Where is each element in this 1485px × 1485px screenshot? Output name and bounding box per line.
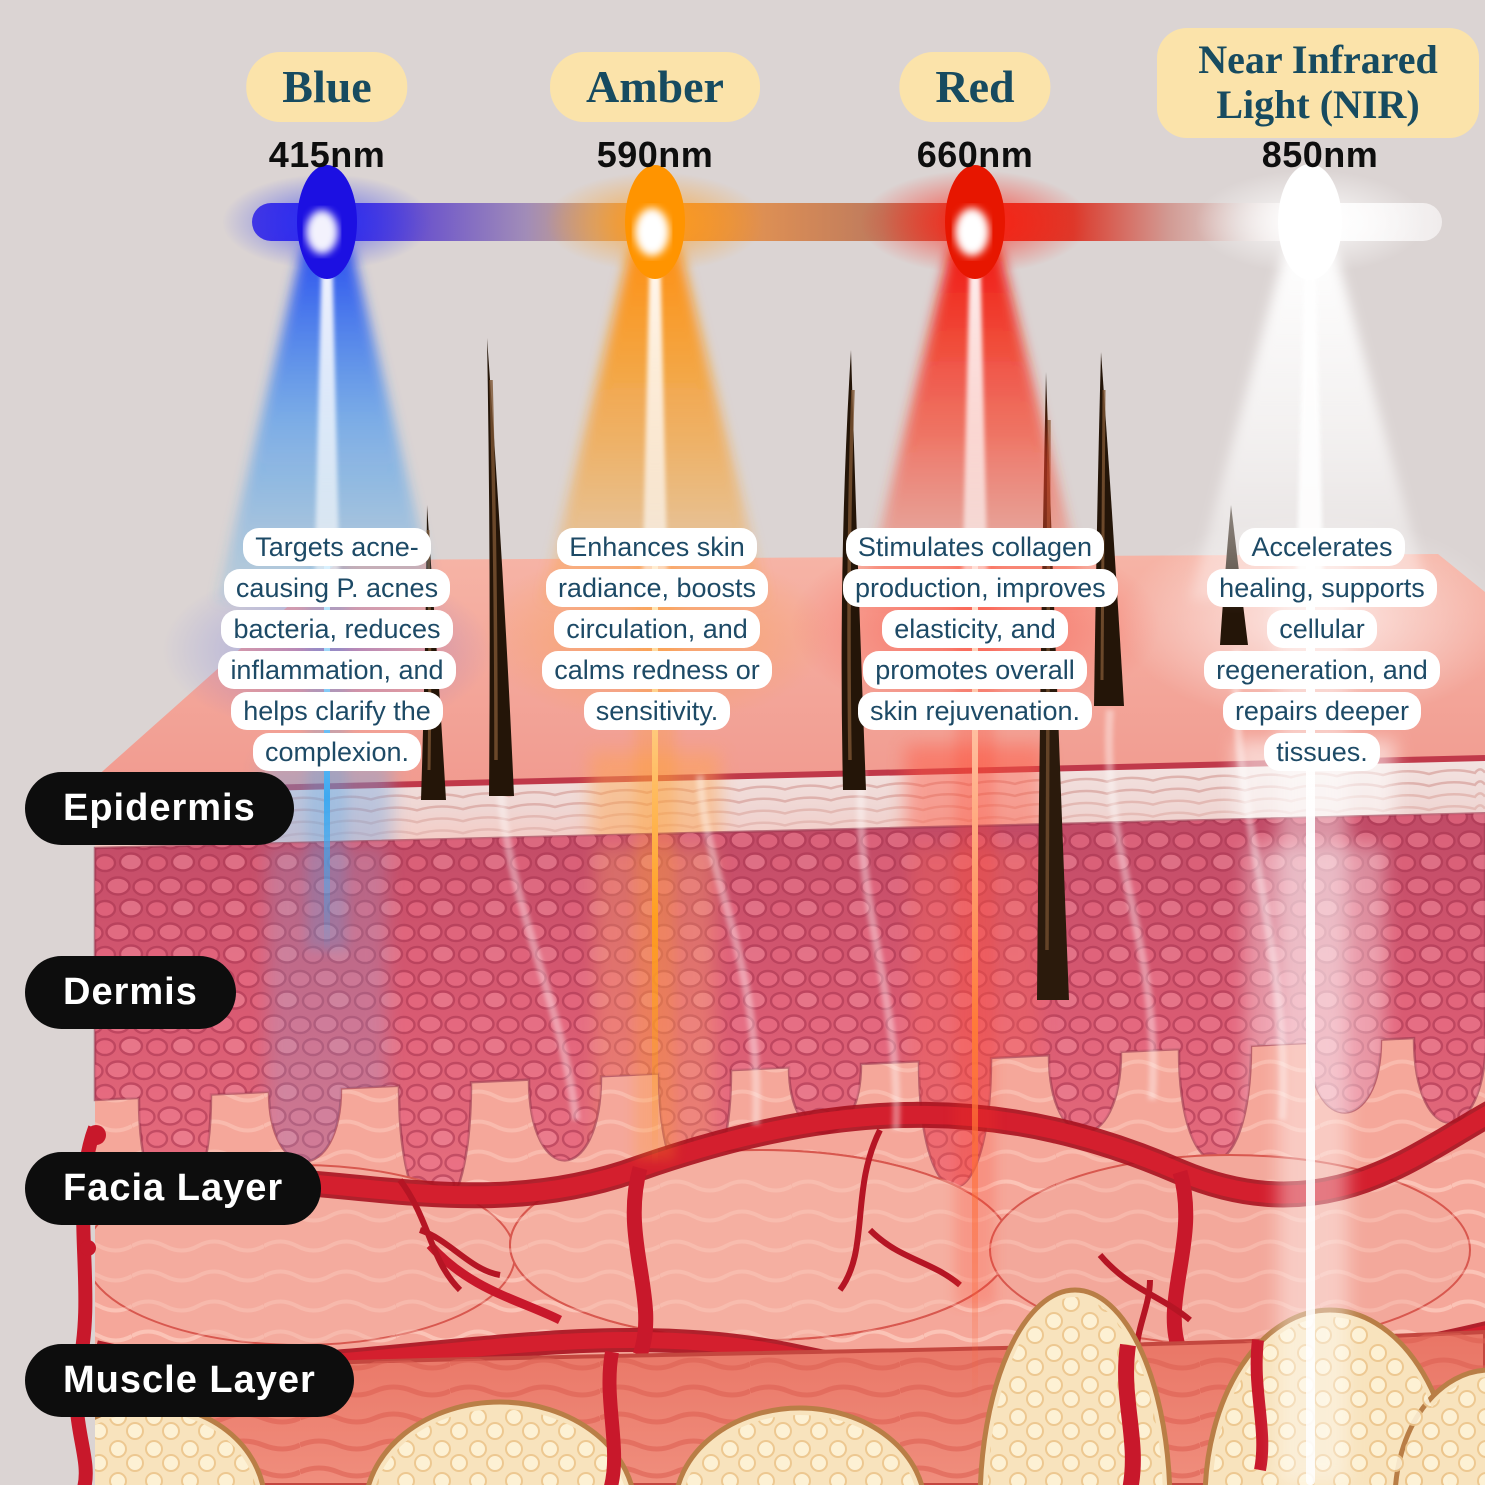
muscle-layer	[95, 1287, 1485, 1485]
beams-above-skin	[217, 246, 1430, 600]
spectrum-bar	[222, 164, 1442, 280]
wavelength-red: 660nm	[916, 134, 1034, 175]
layer-pill-dermis: Dermis	[25, 956, 236, 1029]
description-bubble-amber: Enhances skin radiance, boosts circulati…	[532, 527, 782, 732]
amber-led-icon	[545, 165, 765, 279]
nir-beam-in-skin	[1306, 548, 1315, 1485]
light-name-pill-nir: Near Infrared Light (NIR)	[1157, 28, 1479, 138]
description-text-red: Stimulates collagen production, improves…	[843, 528, 1118, 731]
description-bubble-red: Stimulates collagen production, improves…	[843, 527, 1118, 732]
layer-pill-epidermis: Epidermis	[25, 772, 294, 845]
light-name-pill-blue: Blue	[246, 52, 408, 122]
layer-pill-facia: Facia Layer	[25, 1152, 322, 1225]
blue-led-icon	[222, 165, 432, 279]
description-bubble-blue: Targets acne-causing P. acnes bacteria, …	[216, 527, 458, 773]
layer-pill-muscle: Muscle Layer	[25, 1344, 354, 1417]
description-bubble-nir: Accelerates healing, supports cellular r…	[1196, 527, 1448, 773]
wavelength-amber: 590nm	[596, 134, 714, 175]
description-text-amber: Enhances skin radiance, boosts circulati…	[542, 528, 772, 731]
epidermis-band	[95, 758, 1485, 852]
nir-led-icon	[1195, 164, 1425, 280]
description-text-nir: Accelerates healing, supports cellular r…	[1204, 528, 1440, 772]
wavelength-nir: 850nm	[1261, 134, 1379, 175]
red-led-icon	[860, 165, 1090, 279]
light-name-pill-red: Red	[899, 52, 1051, 122]
light-name-pill-amber: Amber	[550, 52, 760, 122]
red-beam-in-skin	[972, 552, 978, 1408]
wavelength-blue: 415nm	[268, 134, 386, 175]
description-text-blue: Targets acne-causing P. acnes bacteria, …	[218, 528, 456, 772]
